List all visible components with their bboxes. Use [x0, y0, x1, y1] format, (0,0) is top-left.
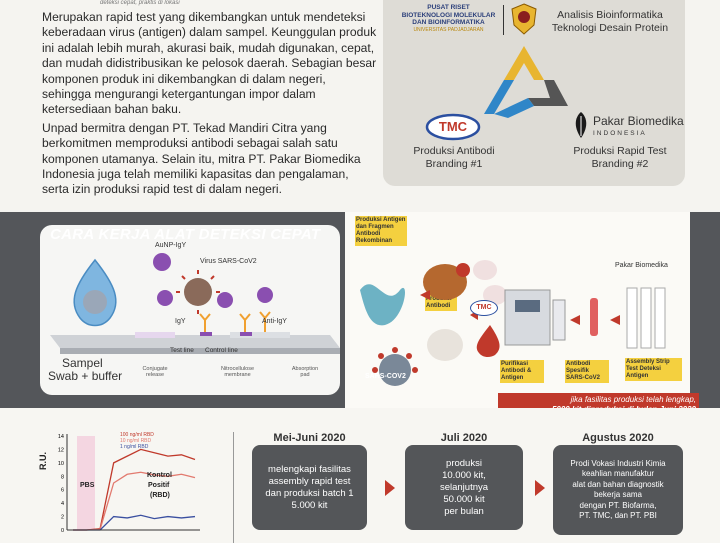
timeline-3-line-6: PT. TMC, dan PT. PBI	[579, 511, 657, 520]
annotation-rbd: (RBD)	[150, 492, 170, 499]
control-line-label: Control line	[205, 347, 238, 354]
pad-nitrocellulose: Nitrocellulose membrane	[220, 366, 254, 378]
pusat-riset-line-2: BIOTEKNOLOGI MOLEKULAR	[401, 11, 496, 19]
pad-conjugate: Conjugate release	[142, 366, 168, 378]
produksi-pakar-text: Pakar Biomedika	[615, 262, 668, 269]
timeline-box-3: Prodi Vokasi Industri Kimia keahlian man…	[553, 445, 683, 535]
timeline-1-line-4: 5.000 kit	[291, 499, 328, 511]
timeline-1-line-1: melengkapi fasilitas	[268, 463, 351, 475]
chart-legend: 100 ng/ml RBD 10 ng/ml RBD 1 ng/ml RBD	[120, 432, 154, 450]
partnership-triangle-icon	[478, 42, 570, 124]
timeline-3-line-1: Prodi Vokasi Industri Kimia	[570, 458, 666, 468]
y-tick-2: 2	[61, 515, 64, 521]
timeline-arrow-1	[385, 480, 395, 496]
y-tick-10: 10	[58, 461, 64, 467]
y-tick-0: 0	[61, 528, 64, 534]
annotation-kontrol: Kontrol	[147, 472, 172, 479]
timeline-2-line-1: produksi	[446, 457, 482, 469]
y-tick-14: 14	[58, 434, 64, 440]
legend-10: 10 ng/ml RBD	[120, 438, 152, 444]
pakar-label: Produksi Rapid Test Branding #2	[560, 145, 680, 171]
pusat-riset-line-3: DAN BIOINFORMATIKA	[412, 19, 485, 26]
timeline-box-2: produksi 10.000 kit, selanjutnya 50.000 …	[405, 445, 523, 530]
tmc-label-line-1: Produksi Antibodi	[413, 145, 495, 157]
step-assembly: Assembly Strip Test Deteksi Antigen	[625, 358, 682, 381]
step-purifikasi: Purifikasi Antibodi & Antigen	[500, 360, 544, 383]
igy-label: IgY	[175, 318, 186, 325]
anti-igy-label: Anti-IgY	[262, 318, 287, 325]
bottom-divider	[233, 432, 234, 543]
pakar-logo-text: Pakar Biomedika	[593, 114, 684, 128]
pakar-label-line-1: Produksi Rapid Test	[573, 145, 667, 157]
legend-1: 1 ng/ml RBD	[120, 444, 149, 450]
pakar-label-line-2: Branding #2	[591, 158, 649, 170]
y-tick-6: 6	[61, 488, 64, 494]
timeline-1-line-3: dan produksi batch 1	[265, 487, 354, 499]
intro-paragraph-1: Merupakan rapid test yang dikembangkan u…	[42, 10, 377, 117]
pusat-riset-line-1: PUSAT RISET	[427, 4, 470, 11]
timeline-3-line-2: keahlian manufaktur	[581, 469, 655, 478]
timeline-3-line-4: bekerja sama	[593, 490, 643, 499]
pusat-riset-logo: PUSAT RISET BIOTEKNOLOGI MOLEKULAR DAN B…	[395, 4, 502, 38]
unpad-label: UNIVERSITAS PADJADJARAN	[413, 26, 484, 33]
virus-label: Virus SARS-CoV2	[200, 258, 257, 265]
tmc-logo: TMC	[425, 113, 481, 141]
step-spesifik: Antibodi Spesifik SARS-CoV2	[565, 360, 609, 383]
annotation-positif: Positif	[148, 482, 170, 489]
timeline-3-line-3: alat dan bahan diagnostik	[572, 479, 664, 489]
timeline-2-line-5: per bulan	[444, 505, 484, 517]
pakar-logo-sub: INDONESIA	[593, 130, 647, 137]
logo-divider	[503, 5, 504, 35]
sampel-label: Sampel Swab + buffer	[48, 357, 122, 383]
timeline-3-line-5: dengan PT. Biofarma,	[579, 500, 657, 510]
sampel-line-2: Swab + buffer	[48, 369, 123, 383]
intro-text: Merupakan rapid test yang dikembangkan u…	[42, 10, 377, 201]
produksi-tmc-text: TMC	[476, 304, 492, 311]
pbs-region	[77, 436, 95, 530]
timeline-2-line-3: selanjutnya	[439, 481, 489, 493]
analisis-label: Analisis Bioinformatika Teknologi Desain…	[540, 9, 680, 35]
timeline-2-line-4: 50.000 kit	[443, 493, 485, 505]
rapid-test-illustration	[40, 240, 340, 395]
partner-panel	[383, 0, 685, 186]
rbd-chart: 0 2 4 6 8 10 12 14	[58, 434, 200, 534]
aunp-igy-label: AuNP-IgY	[155, 242, 187, 249]
cara-kerja-title: CARA KERJA ALAT DETEKSI CEPAT	[50, 226, 321, 243]
tmc-label-line-2: Branding #1	[425, 158, 483, 170]
chart-ylabel: R.U.	[38, 452, 48, 470]
produksi-tmc-logo: TMC	[470, 300, 498, 316]
y-tick-8: 8	[61, 474, 64, 480]
y-tick-4: 4	[61, 501, 64, 507]
sampel-line-1: Sampel	[62, 356, 103, 370]
pakar-leaf-icon	[572, 110, 590, 140]
timeline-title-1: Mei-Juni 2020	[273, 432, 346, 444]
y-tick-12: 12	[58, 447, 64, 453]
tmc-label: Produksi Antibodi Branding #1	[394, 145, 514, 171]
legend-100: 100 ng/ml RBD	[120, 432, 154, 438]
timeline-1-line-2: assembly rapid test	[268, 475, 351, 487]
production-illustration	[345, 240, 690, 390]
produksi-note-line-1: jika fasilitas produksi telah lengkap,	[570, 395, 696, 404]
intro-paragraph-2: Unpad bermitra dengan PT. Tekad Mandiri …	[42, 120, 361, 197]
step-rekombinan: Produksi Antigen dan Fragmen Antibodi Re…	[355, 216, 407, 246]
pad-absorption: Absorption pad	[291, 366, 319, 378]
timeline-title-3: Agustus 2020	[582, 432, 654, 444]
tmc-logo-text: TMC	[438, 119, 468, 134]
timeline-title-2: Juli 2020	[440, 432, 488, 444]
unpad-seal-icon	[510, 3, 538, 35]
timeline-2-line-2: 10.000 kit,	[442, 469, 486, 481]
annotation-pbs: PBS	[80, 482, 95, 489]
test-line-label: Test line	[170, 347, 194, 354]
analisis-line-2: Teknologi Desain Protein	[551, 22, 669, 34]
timeline-box-1: melengkapi fasilitas assembly rapid test…	[252, 445, 367, 530]
analisis-line-1: Analisis Bioinformatika	[557, 9, 663, 21]
produksi-virus-label: SARS-COV2	[365, 373, 406, 380]
intro-caption: deteksi cepat, praktis di lokasi	[100, 0, 180, 6]
timeline-arrow-2	[535, 480, 545, 496]
